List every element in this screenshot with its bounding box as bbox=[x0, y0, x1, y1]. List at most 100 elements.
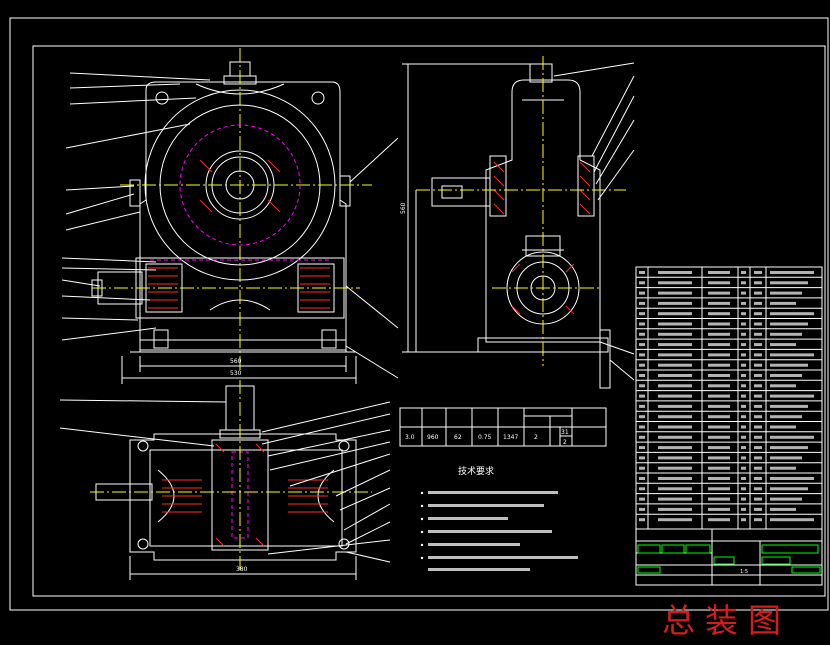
parts-cell-text bbox=[708, 343, 730, 347]
parts-cell-text bbox=[639, 301, 645, 305]
parts-cell-text bbox=[658, 363, 692, 367]
parts-cell-text bbox=[708, 518, 730, 522]
parts-cell-text bbox=[754, 363, 762, 367]
parts-cell-text bbox=[658, 332, 692, 336]
parts-cell-text bbox=[639, 394, 645, 398]
parts-cell-text bbox=[770, 435, 814, 439]
parts-cell-text bbox=[658, 384, 692, 388]
dim-front-overall: 530 bbox=[230, 370, 242, 377]
parts-cell-text bbox=[658, 477, 692, 480]
parts-cell-text bbox=[770, 291, 802, 295]
side-view-dimensions bbox=[402, 63, 530, 353]
parts-cell-text bbox=[708, 466, 730, 470]
parts-cell-text bbox=[708, 507, 730, 511]
parts-cell-text bbox=[770, 332, 802, 336]
parts-cell-text bbox=[708, 446, 730, 450]
dim-top-width: 380 bbox=[236, 566, 248, 573]
parts-cell-text bbox=[741, 425, 746, 429]
parts-cell-text bbox=[741, 394, 746, 398]
parts-cell-text bbox=[639, 343, 645, 347]
parts-cell-text bbox=[754, 497, 762, 501]
parts-cell-text bbox=[754, 425, 762, 429]
parts-cell-text bbox=[741, 507, 746, 511]
parts-cell-text bbox=[708, 281, 730, 285]
parts-cell-text bbox=[658, 456, 692, 460]
parts-cell-text bbox=[741, 291, 746, 295]
front-view-hidden bbox=[150, 124, 330, 261]
parts-cell-text bbox=[741, 353, 746, 357]
parts-cell-text bbox=[770, 507, 796, 511]
parts-cell-text bbox=[754, 507, 762, 511]
parts-cell-text bbox=[658, 322, 692, 326]
parts-cell-text bbox=[741, 466, 746, 470]
parts-cell-text bbox=[741, 497, 746, 501]
parts-cell-text bbox=[658, 312, 692, 316]
parts-cell-text bbox=[754, 477, 762, 480]
parts-cell-text bbox=[708, 477, 730, 480]
parts-cell-text bbox=[658, 394, 692, 398]
parts-cell-text bbox=[770, 301, 796, 305]
parts-cell-text bbox=[639, 353, 645, 357]
parts-cell-text bbox=[754, 466, 762, 470]
parts-cell-text bbox=[639, 466, 645, 470]
perf-value: 3.0 bbox=[405, 434, 415, 441]
parts-cell-text bbox=[770, 404, 808, 408]
parts-cell-text bbox=[658, 374, 692, 377]
parts-cell-text bbox=[741, 446, 746, 450]
parts-cell-text bbox=[754, 332, 762, 336]
parts-cell-text bbox=[770, 456, 802, 460]
stamp-label: 总装图 bbox=[662, 601, 791, 640]
parts-cell-text bbox=[741, 281, 746, 285]
parts-cell-text bbox=[639, 497, 645, 501]
perf-value: 960 bbox=[427, 434, 439, 441]
parts-cell-text bbox=[754, 404, 762, 408]
parts-cell-text bbox=[741, 363, 746, 367]
parts-cell-text bbox=[639, 322, 645, 326]
parts-cell-text bbox=[658, 301, 692, 305]
parts-cell-text bbox=[708, 435, 730, 439]
parts-cell-text bbox=[770, 312, 814, 316]
parts-cell-text bbox=[754, 487, 762, 491]
performance-table-values: 3.0 960 62 0.75 1347 2 31 2 bbox=[405, 429, 569, 446]
parts-cell-text bbox=[741, 456, 746, 460]
parts-cell-text bbox=[658, 281, 692, 285]
parts-cell-text bbox=[770, 374, 802, 377]
parts-cell-text bbox=[639, 487, 645, 491]
top-view-dimensions bbox=[129, 556, 357, 580]
parts-cell-text bbox=[639, 271, 645, 274]
parts-cell-text bbox=[741, 322, 746, 326]
parts-cell-text bbox=[754, 312, 762, 316]
perf-value: 0.75 bbox=[478, 434, 492, 441]
parts-cell-text bbox=[770, 394, 814, 398]
parts-cell-text bbox=[639, 312, 645, 316]
parts-cell-text bbox=[754, 291, 762, 295]
front-view-centerlines bbox=[92, 48, 372, 370]
top-view-leaders bbox=[59, 399, 391, 563]
parts-cell-text bbox=[770, 281, 808, 285]
parts-cell-text bbox=[708, 374, 730, 377]
tech-requirements-title: 技术要求 bbox=[458, 465, 494, 477]
parts-cell-text bbox=[658, 497, 692, 501]
parts-cell-text bbox=[754, 384, 762, 388]
parts-cell-text bbox=[708, 301, 730, 305]
parts-cell-text bbox=[754, 518, 762, 522]
parts-cell-text bbox=[770, 322, 808, 326]
parts-cell-text bbox=[658, 446, 692, 450]
parts-cell-text bbox=[754, 435, 762, 439]
parts-cell-text bbox=[770, 353, 814, 357]
parts-cell-text bbox=[658, 343, 692, 347]
parts-cell-text bbox=[708, 332, 730, 336]
parts-cell-text bbox=[658, 271, 692, 274]
side-view-leaders bbox=[553, 62, 635, 381]
parts-cell-text bbox=[770, 446, 808, 450]
parts-cell-text bbox=[658, 291, 692, 295]
top-view-hatch bbox=[162, 443, 328, 547]
perf-value: 62 bbox=[454, 434, 462, 441]
parts-cell-text bbox=[741, 404, 746, 408]
parts-cell-text bbox=[770, 343, 796, 347]
parts-cell-text bbox=[770, 518, 814, 522]
parts-cell-text bbox=[639, 456, 645, 460]
parts-cell-text bbox=[754, 446, 762, 450]
parts-cell-text bbox=[770, 271, 814, 274]
